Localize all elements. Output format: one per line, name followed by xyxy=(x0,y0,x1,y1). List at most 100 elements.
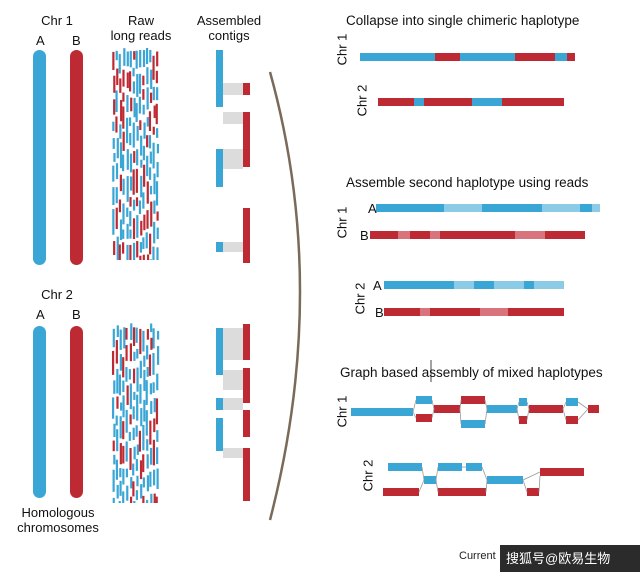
graph-chr2-node-2a xyxy=(438,463,462,471)
graph-chr2-node-3 xyxy=(466,463,482,471)
homologous-chromosomes-label: Homologous chromosomes xyxy=(17,505,99,535)
chr2-label-left: Chr 2 xyxy=(41,287,73,302)
graph-chr1-node-5a xyxy=(519,398,527,406)
second-chr2-b-seg-0 xyxy=(384,308,420,316)
graph-chr2-edge-9 xyxy=(538,475,541,493)
graph-chr2-edge-7 xyxy=(522,479,528,493)
chr2-contig-0 xyxy=(216,328,223,375)
chr1-contig-bubble-1 xyxy=(223,112,243,124)
graph-chr1-edge-1 xyxy=(412,411,417,419)
watermark: 搜狐号@欧易生物 xyxy=(500,545,640,572)
chr2-label-collapse: Chr 2 xyxy=(354,84,370,117)
graph-chr1-node-7a xyxy=(566,398,578,406)
second-chr1-b-seg-6 xyxy=(545,231,585,239)
graph-chr2-node-0a xyxy=(388,463,422,471)
chr1-contig-2 xyxy=(216,149,223,187)
second-chr2-a-seg-0 xyxy=(384,281,454,289)
graph-chr1-node-0 xyxy=(351,408,413,416)
graph-chr1-node-8 xyxy=(588,405,599,413)
second-chr1-b-seg-3 xyxy=(430,231,440,239)
haplotype-a-label-2: A xyxy=(36,307,45,322)
haplotype-b-label: B xyxy=(72,33,81,48)
chr2-label-second: Chr 2 xyxy=(352,282,368,315)
graph-chr1-edge-8 xyxy=(516,401,520,410)
collapse-chr2-seg-2 xyxy=(424,98,472,106)
raw-long-reads-label: Raw long reads xyxy=(110,13,172,43)
graph-chr1-node-4 xyxy=(487,405,517,413)
graph-chr1-edge-2 xyxy=(431,399,435,410)
second-chr2-a-seg-1 xyxy=(454,281,474,289)
collapse-chr2-seg-3 xyxy=(472,98,502,106)
graph-chr1-edge-11 xyxy=(526,408,530,421)
assembled-contigs-label: Assembled contigs xyxy=(196,13,262,43)
collapse-chr2-seg-0 xyxy=(378,98,414,106)
graph-chr1-node-1b xyxy=(416,414,432,422)
second-chr2-b-seg-3 xyxy=(480,308,508,316)
chr2-contig-bubble-0 xyxy=(223,328,243,360)
chr2-contig-bubble-3 xyxy=(223,448,243,458)
graph-chr1-edge-9 xyxy=(516,408,520,421)
chr1-label-second: Chr 1 xyxy=(334,206,350,239)
chr2-contig-bubble-1 xyxy=(223,370,243,390)
second-chr2-a-seg-4 xyxy=(524,281,534,289)
graph-chr1-edge-4 xyxy=(459,399,462,410)
second-chr1-a-seg-5 xyxy=(592,204,600,212)
chr2-contig-1 xyxy=(243,324,250,360)
graph-chr2-node-0b xyxy=(383,488,419,496)
graph-chr2-node-6 xyxy=(540,468,584,476)
chr1-contig-bubble-3 xyxy=(223,242,243,252)
graph-chr2-edge-8 xyxy=(522,471,541,481)
graph-chr2-edge-6 xyxy=(485,479,488,493)
chr1-contig-1 xyxy=(243,83,250,95)
second-chr2-b-seg-2 xyxy=(430,308,480,316)
collapse-chr1-seg-1 xyxy=(435,53,460,61)
second-chr2-b-seg-4 xyxy=(508,308,564,316)
chr1-contig-0 xyxy=(216,50,223,107)
journal-credit: Current xyxy=(459,550,496,562)
graph-chr1-node-6 xyxy=(529,405,563,413)
second-chr1-b-seg-2 xyxy=(410,231,430,239)
chr1-label-left: Chr 1 xyxy=(41,13,73,28)
second-chr1-b-seg-4 xyxy=(440,231,515,239)
graph-chr1-edge-5 xyxy=(459,408,462,425)
chr1-haplotype-b-rod xyxy=(70,50,83,265)
chr1-label-collapse: Chr 1 xyxy=(334,33,350,66)
graph-chr1-edge-15 xyxy=(577,408,589,421)
collapse-chr1-seg-3 xyxy=(515,53,555,61)
chr2-haplotype-b-rod xyxy=(70,326,83,498)
chr2-contig-4 xyxy=(243,410,250,437)
second-chr1-a-seg-3 xyxy=(542,204,580,212)
graph-chr2-node-1 xyxy=(424,476,436,484)
graph-chr2-edge-2 xyxy=(435,466,439,481)
chr1-contig-4 xyxy=(243,208,250,263)
graph-chr1-node-7b xyxy=(566,416,578,424)
graph-chr2-node-5 xyxy=(527,488,539,496)
graph-chr1-node-5b xyxy=(519,416,527,424)
chr1-label-graph: Chr 1 xyxy=(334,395,350,428)
graph-chr1-edge-12 xyxy=(562,401,567,410)
chr2-contig-3 xyxy=(216,398,223,410)
haplotype-a-label: A xyxy=(36,33,45,48)
graph-chr1-edge-7 xyxy=(484,408,488,425)
second-chr1-a-seg-2 xyxy=(482,204,542,212)
graph-chr2-node-2b xyxy=(438,488,486,496)
chr1-contig-3 xyxy=(243,112,250,167)
graph-chr1-edge-14 xyxy=(577,401,589,410)
collapse-chr1-seg-2 xyxy=(460,53,515,61)
graph-chr2-node-4 xyxy=(487,476,523,484)
graph-chr2-edge-3 xyxy=(435,479,439,493)
graph-chr1-edge-10 xyxy=(526,401,530,410)
haplotype-b-marker-chr1: B xyxy=(360,228,369,243)
chr2-label-graph: Chr 2 xyxy=(360,459,376,492)
graph-chr1-node-2 xyxy=(434,405,460,413)
second-chr1-b-seg-0 xyxy=(370,231,398,239)
haplotype-a-marker-chr1: A xyxy=(368,201,377,216)
second-chr1-b-seg-1 xyxy=(398,231,410,239)
graph-chr1-node-1a xyxy=(416,396,432,404)
chr1-haplotype-a-rod xyxy=(33,50,46,265)
panel-divider-arc xyxy=(268,71,302,521)
graph-chr2-edge-5 xyxy=(481,466,488,481)
graph-chr2-edge-1 xyxy=(418,479,425,493)
graph-chr1-edge-3 xyxy=(431,408,435,419)
